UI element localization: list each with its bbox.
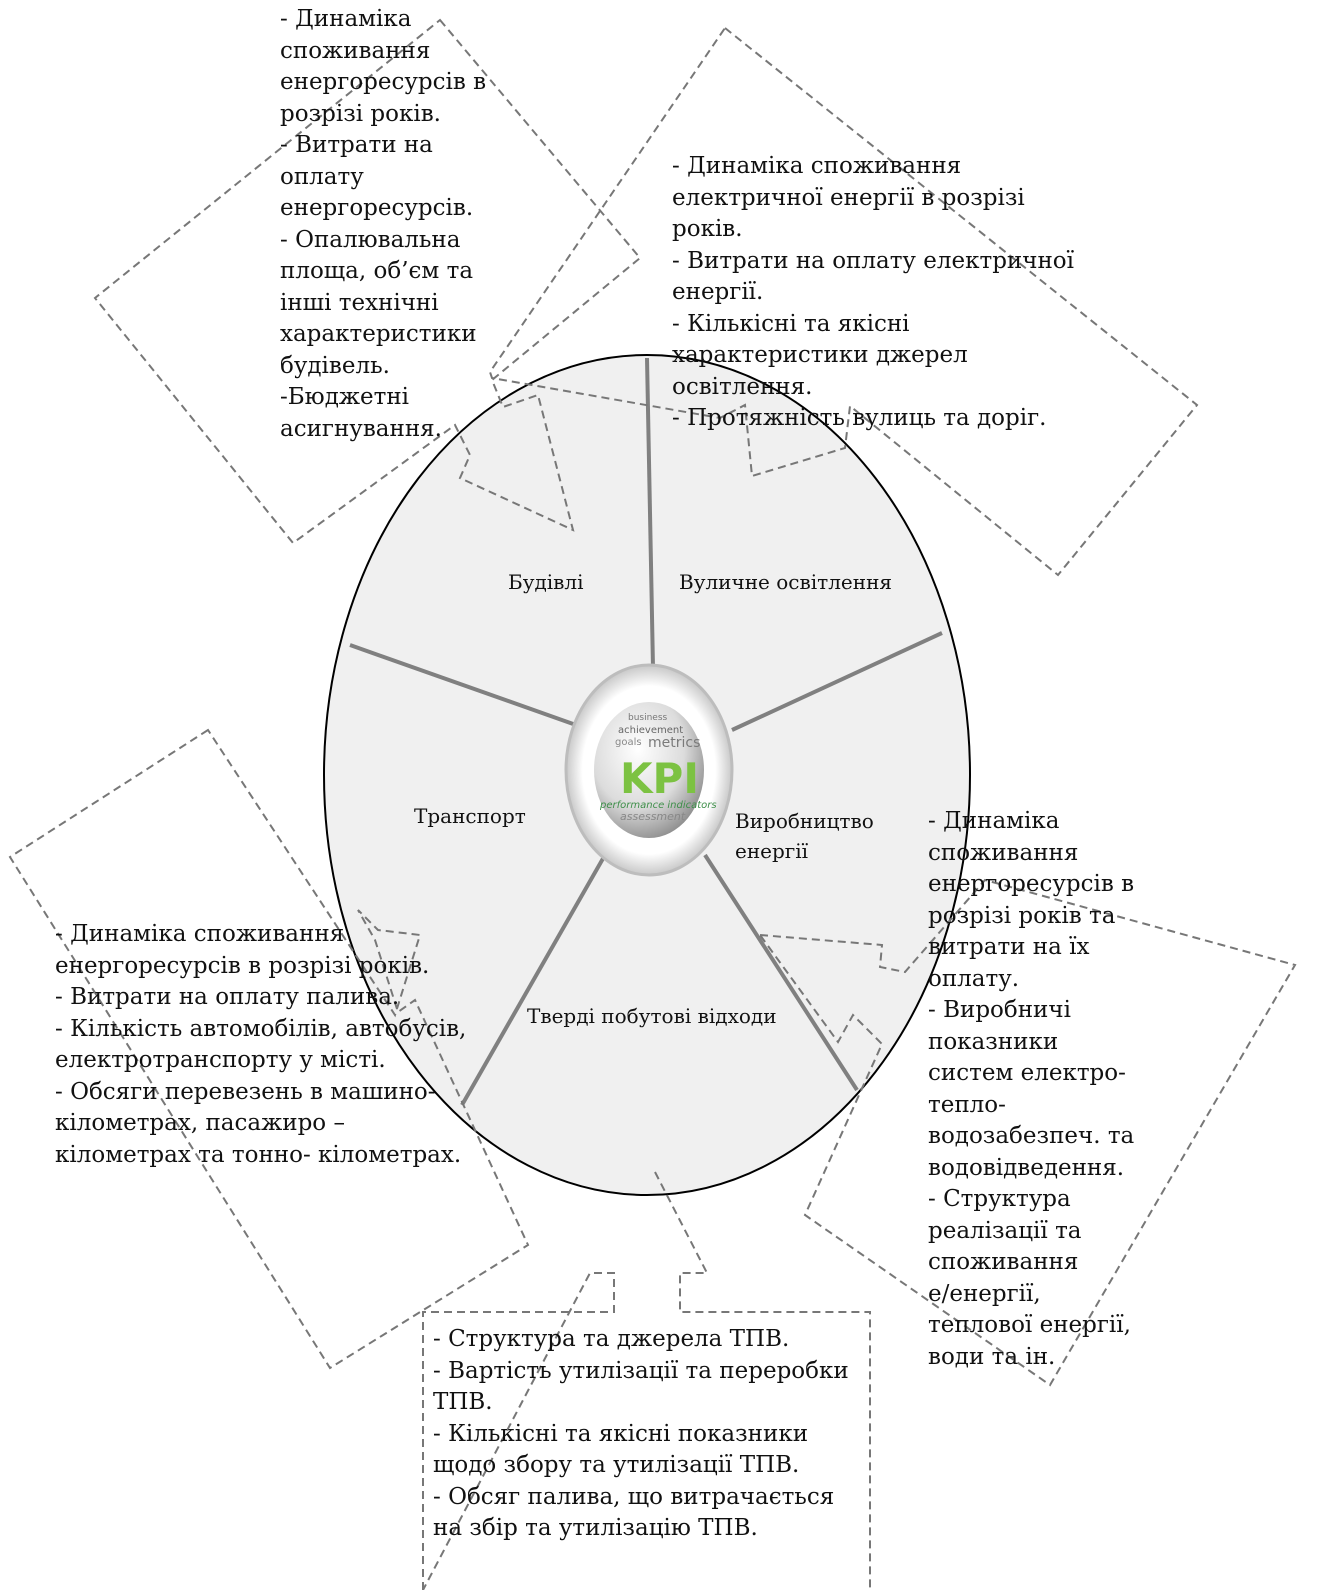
kpi-center-badge: business achievement goals metrics KPI p…: [564, 663, 734, 877]
annotation-energy-production: - Динаміка споживання енергоресурсів в р…: [928, 806, 1143, 1384]
segment-label-transport: Транспорт: [414, 804, 526, 828]
annotation-line: оплату.: [928, 965, 1020, 992]
annotation-line: е/енергії,: [928, 1280, 1041, 1307]
annotation-line: оплату: [280, 163, 364, 190]
annotation-line: тепло-: [928, 1091, 1006, 1118]
spoke-lower-right: [703, 853, 859, 1092]
annotation-line: - Обсяги перевезень в машино-: [55, 1078, 436, 1105]
annotation-line: будівель.: [280, 352, 390, 379]
kpi-word-assessment: assessment: [620, 810, 686, 823]
annotation-line: - Витрати на оплату палива.: [55, 984, 400, 1010]
annotation-line: витрати на їх: [928, 934, 1090, 960]
annotation-line: - Динаміка: [280, 6, 412, 32]
annotation-line: енергоресурсів.: [280, 195, 474, 221]
annotation-line: споживання: [928, 1249, 1079, 1275]
annotation-line: - Витрати на оплату електричної: [672, 247, 1074, 274]
annotation-line: споживання: [280, 37, 431, 64]
callout-buildings: [93, 18, 642, 545]
spoke-lower-left: [460, 854, 607, 1106]
annotation-line: водовідведення.: [928, 1154, 1125, 1181]
annotation-line: характеристики: [280, 321, 477, 347]
segment-label-buildings: Будівлі: [508, 570, 584, 594]
kpi-sphere: [594, 702, 704, 838]
annotation-line: споживання: [928, 839, 1079, 866]
annotation-line: ТПВ.: [433, 1389, 493, 1415]
annotation-line: - Витрати на: [280, 132, 433, 158]
annotation-line: - Вартість утилізації та переробки: [433, 1357, 849, 1384]
annotation-line: розрізі років.: [280, 100, 441, 127]
annotation-line: водозабезпеч. та: [928, 1123, 1135, 1149]
spoke-top: [645, 357, 655, 669]
annotation-line: - Динаміка споживання: [55, 921, 345, 947]
annotation-line: освітлення.: [672, 373, 813, 400]
annotation-line: теплової енергії,: [928, 1312, 1131, 1338]
annotation-line: на збір та утилізацію ТПВ.: [433, 1515, 758, 1541]
annotation-line: - Протяжність вулиць та доріг.: [672, 405, 1047, 431]
segment-label-street-lighting: Вуличне освітлення: [679, 570, 892, 594]
annotation-line: років.: [672, 216, 743, 242]
annotation-line: площа, об’єм та: [280, 258, 474, 284]
annotation-line: - Опалювальна: [280, 226, 461, 253]
annotation-line: кілометрах, пасажиро –: [55, 1110, 345, 1136]
annotation-line: - Динаміка: [928, 808, 1060, 834]
callout-solid-waste: [422, 1171, 871, 1590]
annotation-line: - Кількісні та якісні: [672, 310, 910, 337]
callout-energy-production: [757, 878, 1297, 1387]
annotation-line: - Структура та джерела ТПВ.: [433, 1326, 790, 1352]
annotation-line: енергоресурсів в: [280, 69, 487, 95]
wheel-spokes: [349, 357, 943, 1106]
annotation-line: - Виробничі: [928, 997, 1071, 1023]
annotation-line: води та ін.: [928, 1343, 1056, 1370]
annotation-street-lighting: - Динаміка споживання електричної енергі…: [672, 151, 1092, 435]
annotation-buildings: - Динаміка споживання енергоресурсів в р…: [280, 4, 500, 445]
annotation-line: енергії.: [672, 279, 764, 305]
annotation-line: показники: [928, 1028, 1059, 1055]
annotation-line: розрізі років та: [928, 902, 1116, 929]
annotation-line: - Обсяг палива, що витрачається: [433, 1483, 835, 1510]
annotation-line: характеристики джерел: [672, 342, 968, 368]
annotation-transport: - Динаміка споживання енергоресурсів в р…: [55, 919, 485, 1171]
kpi-logo-text: KPI: [620, 754, 699, 803]
annotation-line: енергоресурсів в розрізі років.: [55, 952, 430, 979]
spoke-upper-left: [349, 643, 577, 727]
kpi-word-achievement: achievement: [618, 725, 683, 736]
annotation-line: енергоресурсів в: [928, 871, 1135, 897]
kpi-word-metrics: metrics: [648, 735, 700, 751]
kpi-word-goals: goals: [615, 737, 642, 748]
spoke-upper-right: [731, 631, 943, 732]
annotation-line: реалізації та: [928, 1217, 1082, 1244]
annotation-line: -Бюджетні: [280, 384, 410, 410]
annotation-line: - Структура: [928, 1186, 1071, 1212]
annotation-line: електричної енергії в розрізі: [672, 184, 1025, 211]
annotation-line: кілометрах та тонно- кілометрах.: [55, 1141, 462, 1168]
annotation-solid-waste: - Структура та джерела ТПВ. - Вартість у…: [433, 1324, 863, 1545]
annotation-line: щодо збору та утилізації ТПВ.: [433, 1452, 800, 1478]
annotation-line: - Динаміка споживання: [672, 153, 962, 179]
annotation-line: електротранспорту у місті.: [55, 1047, 386, 1073]
kpi-logo-subtext: performance indicators: [599, 800, 717, 811]
kpi-word-business: business: [628, 713, 668, 723]
annotation-line: систем електро-: [928, 1060, 1126, 1086]
segment-label-energy-production-line2: енергії: [735, 839, 809, 863]
annotation-line: інші технічні: [280, 289, 439, 316]
annotation-line: - Кількість автомобілів, автобусів,: [55, 1015, 467, 1042]
annotation-line: асигнування.: [280, 415, 442, 442]
annotation-line: - Кількісні та якісні показники: [433, 1420, 809, 1447]
callout-street-lighting: [488, 26, 1199, 577]
segment-label-solid-waste: Тверді побутові відходи: [527, 1004, 777, 1028]
segment-label-energy-production-line1: Виробництво: [735, 809, 874, 833]
